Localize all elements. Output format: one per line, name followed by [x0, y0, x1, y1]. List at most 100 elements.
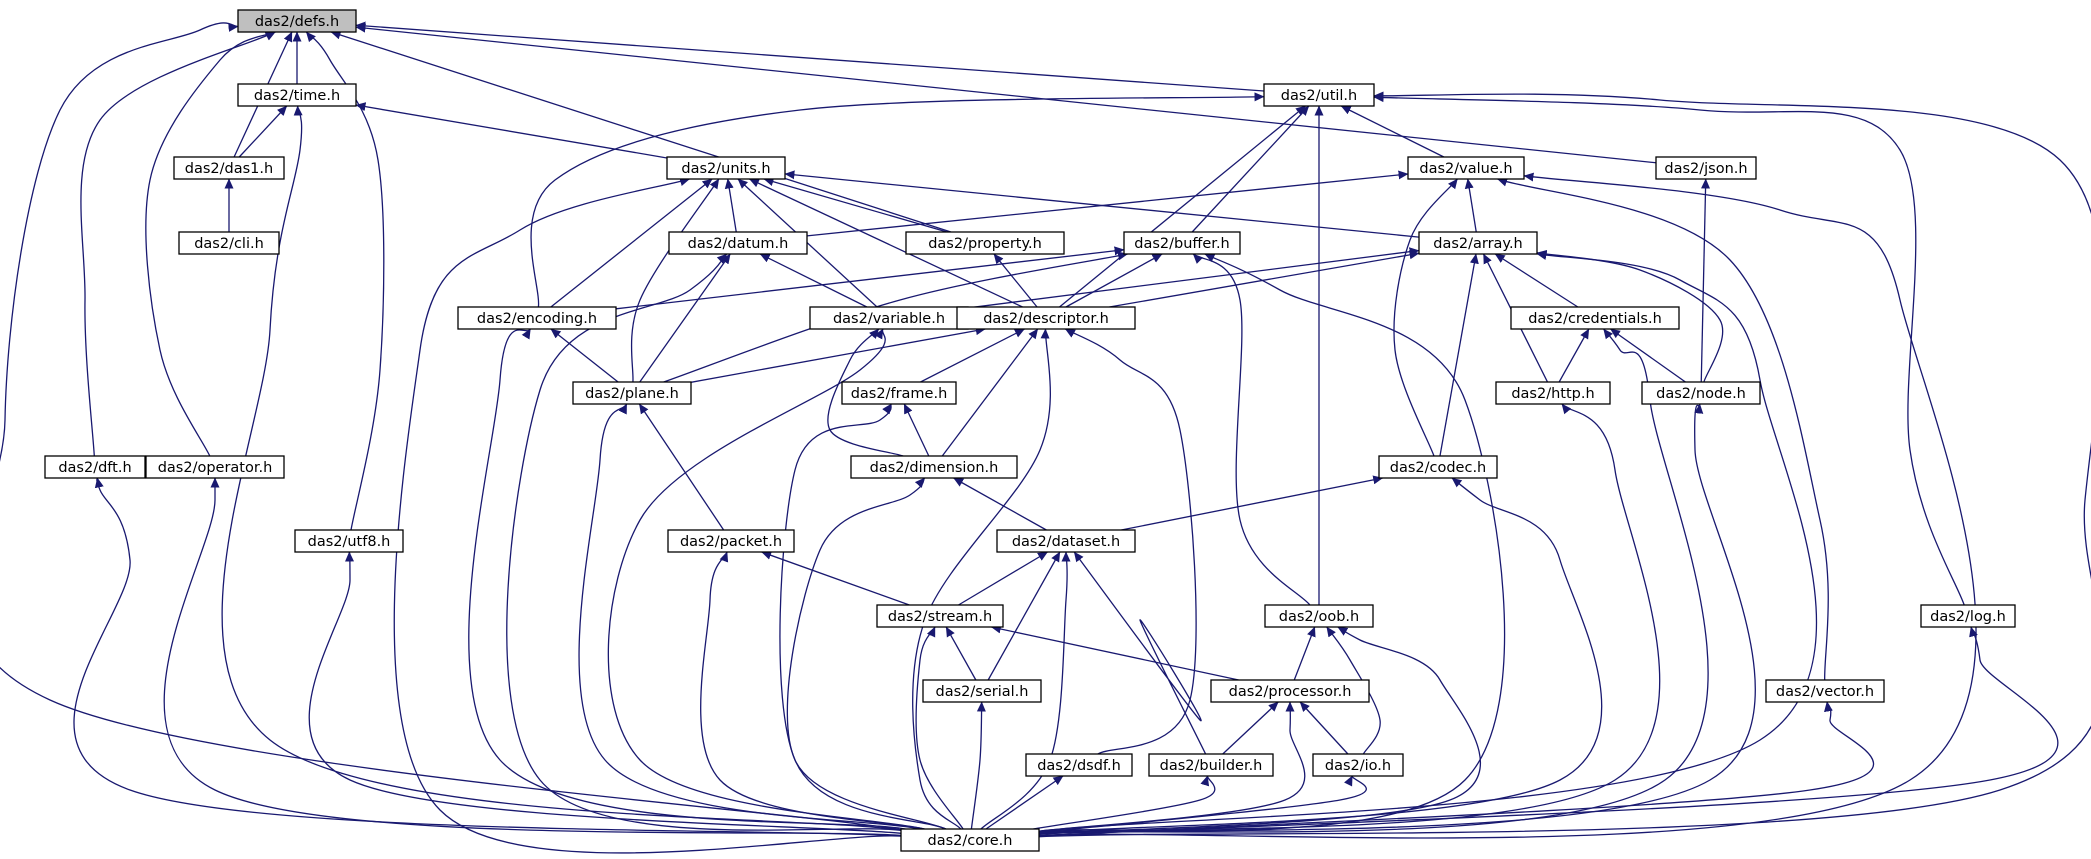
node-property[interactable]: das2/property.h	[905, 231, 1065, 255]
node-dft[interactable]: das2/dft.h	[44, 455, 146, 479]
node-value[interactable]: das2/value.h	[1407, 156, 1525, 180]
node-dsdf[interactable]: das2/dsdf.h	[1025, 753, 1133, 777]
node-label: das2/array.h	[1433, 236, 1523, 252]
node-label: das2/units.h	[681, 161, 770, 177]
edge-encoding-to-buffer	[615, 246, 1125, 310]
edge-frame-to-descriptor	[920, 328, 1025, 383]
node-box	[876, 604, 1004, 628]
node-cli[interactable]: das2/cli.h	[178, 231, 280, 255]
edge-core-to-units	[393, 177, 902, 854]
edge-core-to-utf8	[308, 551, 902, 834]
node-stream[interactable]: das2/stream.h	[876, 604, 1004, 628]
edge-processor-to-oob	[1293, 626, 1316, 681]
edges-layer	[0, 21, 2091, 854]
edge-core-to-dimension	[786, 477, 947, 830]
edge-core-to-value	[1038, 172, 1977, 839]
node-box	[841, 381, 957, 405]
node-variable[interactable]: das2/variable.h	[809, 306, 969, 330]
edge-node-to-credentials	[1610, 328, 1686, 383]
node-box	[1655, 156, 1757, 180]
edge-core-to-oob	[1038, 626, 1482, 835]
node-array[interactable]: das2/array.h	[1418, 231, 1538, 255]
edge-variable-to-array	[967, 247, 1420, 309]
node-label: das2/packet.h	[680, 534, 782, 550]
node-encoding[interactable]: das2/encoding.h	[457, 306, 617, 330]
node-dimension[interactable]: das2/dimension.h	[850, 455, 1018, 479]
edge-array-to-value	[1464, 178, 1477, 233]
edge-dimension-to-variable	[827, 328, 904, 457]
node-label: das2/serial.h	[936, 684, 1029, 700]
node-time[interactable]: das2/time.h	[237, 83, 357, 107]
node-credentials[interactable]: das2/credentials.h	[1510, 306, 1680, 330]
node-box	[178, 231, 280, 255]
edge-descriptor-to-buffer	[1065, 253, 1163, 308]
node-label: das2/cli.h	[194, 236, 264, 252]
node-box	[922, 679, 1042, 703]
node-packet[interactable]: das2/packet.h	[667, 529, 795, 553]
node-label: das2/encoding.h	[477, 311, 597, 327]
node-codec[interactable]: das2/codec.h	[1378, 455, 1498, 479]
node-io[interactable]: das2/io.h	[1312, 753, 1404, 777]
edge-utf8-to-defs	[305, 31, 385, 531]
node-box	[996, 529, 1136, 553]
edge-stream-to-packet	[761, 550, 910, 606]
node-datum[interactable]: das2/datum.h	[668, 231, 808, 255]
node-utf8[interactable]: das2/utf8.h	[294, 529, 404, 553]
edge-dimension-to-descriptor	[941, 328, 1039, 457]
node-util[interactable]: das2/util.h	[1263, 83, 1375, 107]
edge-operator-to-defs	[145, 31, 276, 457]
node-serial[interactable]: das2/serial.h	[922, 679, 1042, 703]
node-label: das2/builder.h	[1160, 758, 1263, 774]
edge-core-to-dft	[73, 477, 902, 837]
edge-serial-to-stream	[945, 626, 977, 681]
node-operator[interactable]: das2/operator.h	[145, 455, 285, 479]
node-box	[1641, 381, 1761, 405]
node-oob[interactable]: das2/oob.h	[1264, 604, 1374, 628]
node-label: das2/log.h	[1930, 609, 2006, 625]
edge-oob-to-buffer	[1192, 253, 1311, 606]
node-label: das2/variable.h	[833, 311, 945, 327]
node-label: das2/operator.h	[158, 460, 273, 476]
node-das1[interactable]: das2/das1.h	[173, 156, 285, 180]
node-builder[interactable]: das2/builder.h	[1148, 753, 1274, 777]
node-box	[850, 455, 1018, 479]
edge-core-to-plane	[578, 403, 920, 830]
node-frame[interactable]: das2/frame.h	[841, 381, 957, 405]
node-units[interactable]: das2/units.h	[666, 156, 786, 180]
edge-units-to-time	[355, 102, 668, 159]
node-box	[1765, 679, 1885, 703]
node-box	[1920, 604, 2016, 628]
node-dataset[interactable]: das2/dataset.h	[996, 529, 1136, 553]
edge-value-to-util	[1340, 105, 1445, 158]
edge-property-to-units	[763, 177, 948, 233]
node-log[interactable]: das2/log.h	[1920, 604, 2016, 628]
node-processor[interactable]: das2/processor.h	[1210, 679, 1370, 703]
node-defs[interactable]: das2/defs.h	[237, 9, 357, 33]
node-box	[1510, 306, 1680, 330]
node-label: das2/node.h	[1656, 386, 1746, 402]
node-core[interactable]: das2/core.h	[900, 828, 1040, 852]
edge-das1-to-time	[238, 105, 288, 158]
edge-http-to-credentials	[1558, 328, 1590, 383]
node-plane[interactable]: das2/plane.h	[572, 381, 692, 405]
node-json[interactable]: das2/json.h	[1655, 156, 1757, 180]
node-label: das2/frame.h	[851, 386, 948, 402]
edge-core-to-variable	[607, 328, 925, 830]
node-label: das2/oob.h	[1279, 609, 1360, 625]
node-descriptor[interactable]: das2/descriptor.h	[956, 306, 1136, 330]
node-http[interactable]: das2/http.h	[1495, 381, 1611, 405]
node-label: das2/dsdf.h	[1037, 758, 1121, 774]
edge-plane-to-datum	[639, 253, 731, 383]
node-label: das2/io.h	[1325, 758, 1391, 774]
node-box	[1378, 455, 1498, 479]
node-buffer[interactable]: das2/buffer.h	[1123, 231, 1241, 255]
node-node[interactable]: das2/node.h	[1641, 381, 1761, 405]
edge-dataset-to-codec	[1121, 475, 1384, 531]
edge-codec-to-value	[1393, 178, 1458, 457]
node-label: das2/stream.h	[888, 609, 992, 625]
edge-core-to-dataset	[980, 551, 1071, 830]
node-box	[1148, 753, 1274, 777]
edge-core-to-packet	[700, 551, 925, 830]
node-vector[interactable]: das2/vector.h	[1765, 679, 1885, 703]
